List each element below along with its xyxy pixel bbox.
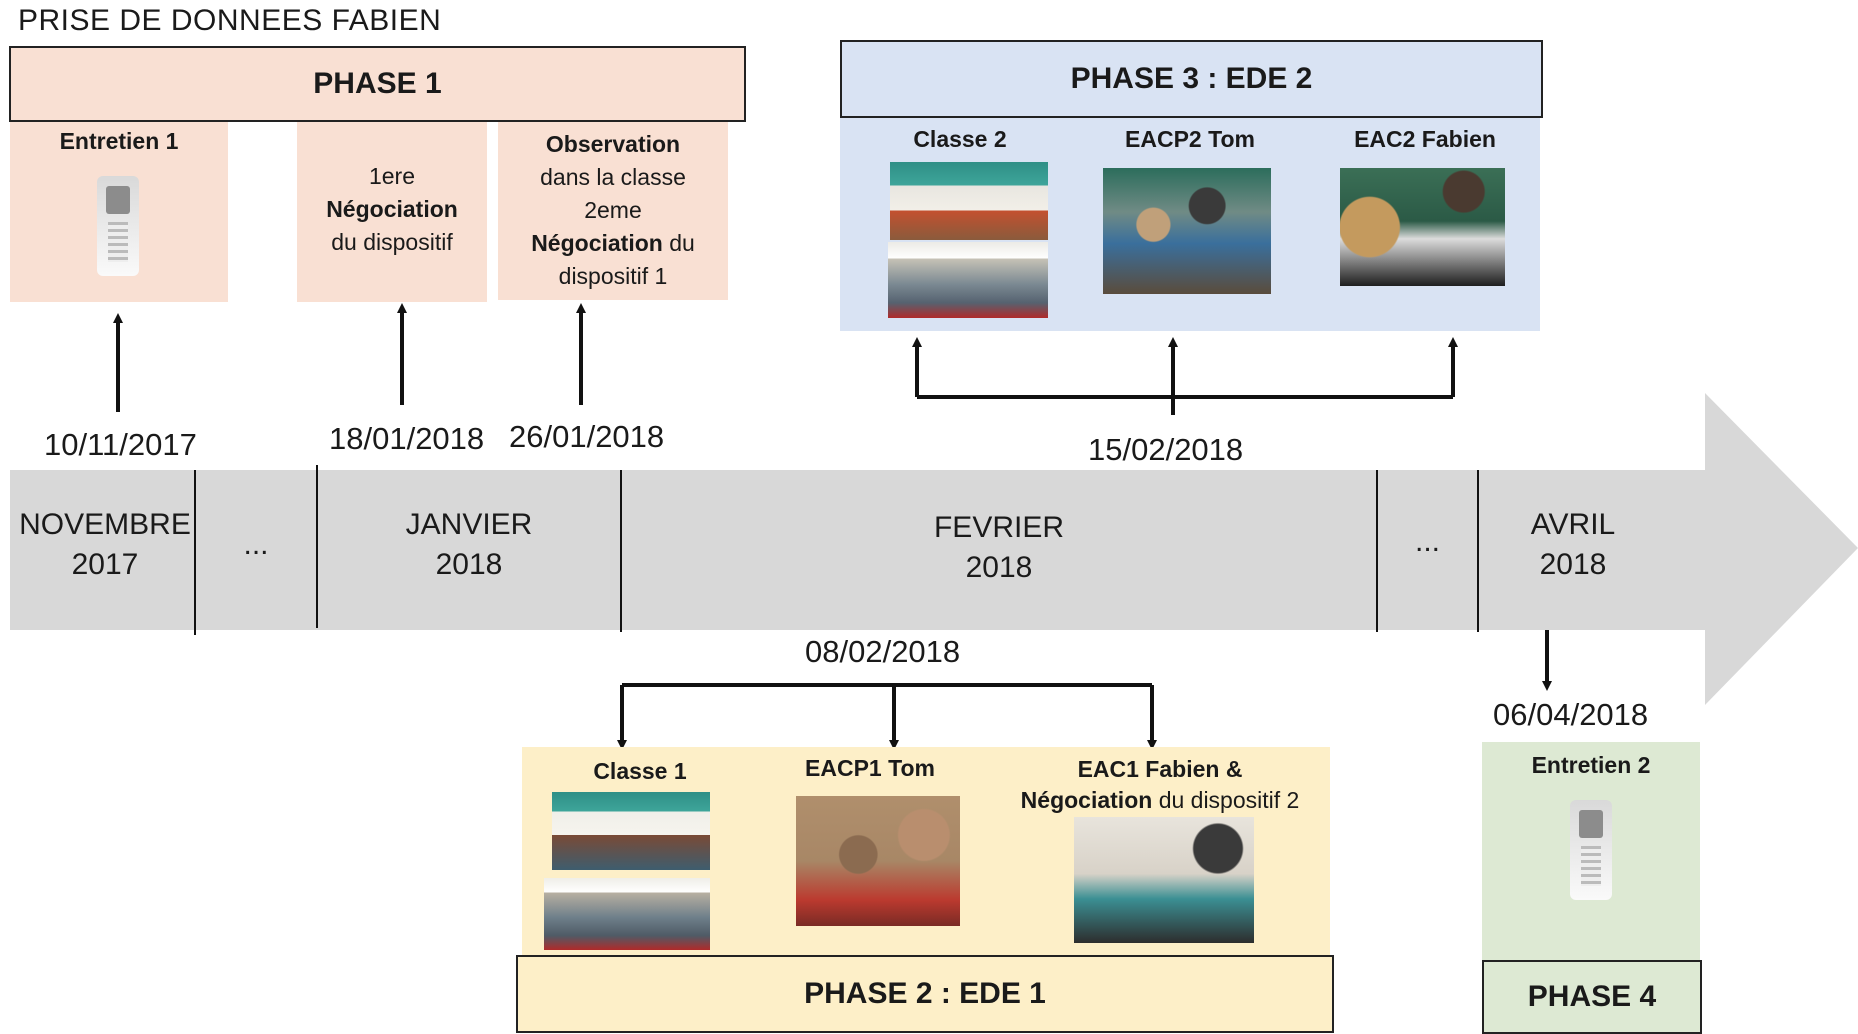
date-15-02-2018: 15/02/2018 — [1088, 432, 1244, 467]
obs-line4-rest: du — [669, 230, 695, 256]
phase1-header: PHASE 1 — [9, 46, 746, 122]
phase1-observation-panel — [498, 120, 728, 300]
neg1-line2: Négociation — [326, 196, 458, 222]
month-gap-2: ... — [1414, 525, 1440, 558]
timeline-arrow — [10, 393, 1858, 705]
neg1-line3: du dispositif — [331, 229, 453, 255]
phase1-negociation-panel — [297, 120, 487, 302]
date-08-02-2018: 08/02/2018 — [805, 634, 961, 669]
obs-line5: dispositif 1 — [558, 263, 668, 289]
classe1-photo-bottom — [544, 878, 710, 950]
observation-text: Observation dans la classe 2eme Négociat… — [498, 128, 728, 293]
month-year: 2018 — [1539, 548, 1607, 581]
obs-line4-bold: Négociation — [531, 230, 663, 256]
month-novembre: NOVEMBRE 2017 — [15, 505, 195, 585]
eac1-rest: du dispositif 2 — [1158, 787, 1300, 813]
recorder-image — [97, 176, 139, 276]
date-18-01-2018: 18/01/2018 — [329, 421, 485, 456]
month-avril: AVRIL 2018 — [1478, 505, 1668, 585]
month-name: NOVEMBRE — [19, 508, 191, 541]
month-year: 2018 — [435, 548, 503, 581]
phase4-header: PHASE 4 — [1482, 960, 1702, 1034]
month-year: 2017 — [71, 548, 139, 581]
eac1-text: EAC1 Fabien & Négociation du dispositif … — [1005, 754, 1315, 816]
month-name: FEVRIER — [933, 511, 1065, 544]
recorder-image-2 — [1570, 800, 1612, 900]
obs-line3: 2eme — [584, 197, 642, 223]
classe1-label: Classe 1 — [593, 758, 687, 784]
negociation1-text: 1ere Négociation du dispositif — [297, 160, 487, 259]
classe2-photo-top — [890, 162, 1048, 240]
classe1-photo-top — [552, 792, 710, 870]
obs-line1: Observation — [545, 131, 681, 157]
eacp2-photo — [1103, 168, 1271, 294]
eacp1-photo — [796, 796, 960, 926]
date-10-11-2017: 10/11/2017 — [44, 427, 197, 462]
eacp2-label: EACP2 Tom — [1125, 126, 1255, 152]
neg1-line1: 1ere — [368, 163, 416, 189]
month-name: JANVIER — [405, 508, 533, 541]
eacp1-label: EACP1 Tom — [805, 755, 935, 781]
eac1-photo — [1074, 817, 1254, 943]
phase2-header: PHASE 2 : EDE 1 — [516, 955, 1334, 1033]
obs-line2: dans la classe — [540, 164, 686, 190]
date-26-01-2018: 26/01/2018 — [509, 419, 665, 454]
phase3-header: PHASE 3 : EDE 2 — [840, 40, 1543, 118]
diagram-title: PRISE DE DONNEES FABIEN — [18, 4, 442, 37]
eac2-label: EAC2 Fabien — [1354, 126, 1496, 152]
eac1-negociation: Négociation — [1020, 787, 1153, 813]
date-06-04-2018: 06/04/2018 — [1493, 697, 1649, 732]
month-gap-1: ... — [243, 528, 269, 561]
eac1-line1: EAC1 Fabien & — [1077, 756, 1243, 782]
entretien2-label: Entretien 2 — [1531, 752, 1651, 778]
classe2-photo-bottom — [888, 242, 1048, 318]
entretien1-label: Entretien 1 — [59, 128, 179, 154]
month-name: AVRIL — [1530, 508, 1616, 541]
month-year: 2018 — [965, 551, 1033, 584]
eac2-photo — [1340, 168, 1505, 286]
classe2-label: Classe 2 — [913, 126, 1007, 152]
month-janvier: JANVIER 2018 — [317, 505, 621, 585]
month-fevrier: FEVRIER 2018 — [621, 508, 1377, 588]
